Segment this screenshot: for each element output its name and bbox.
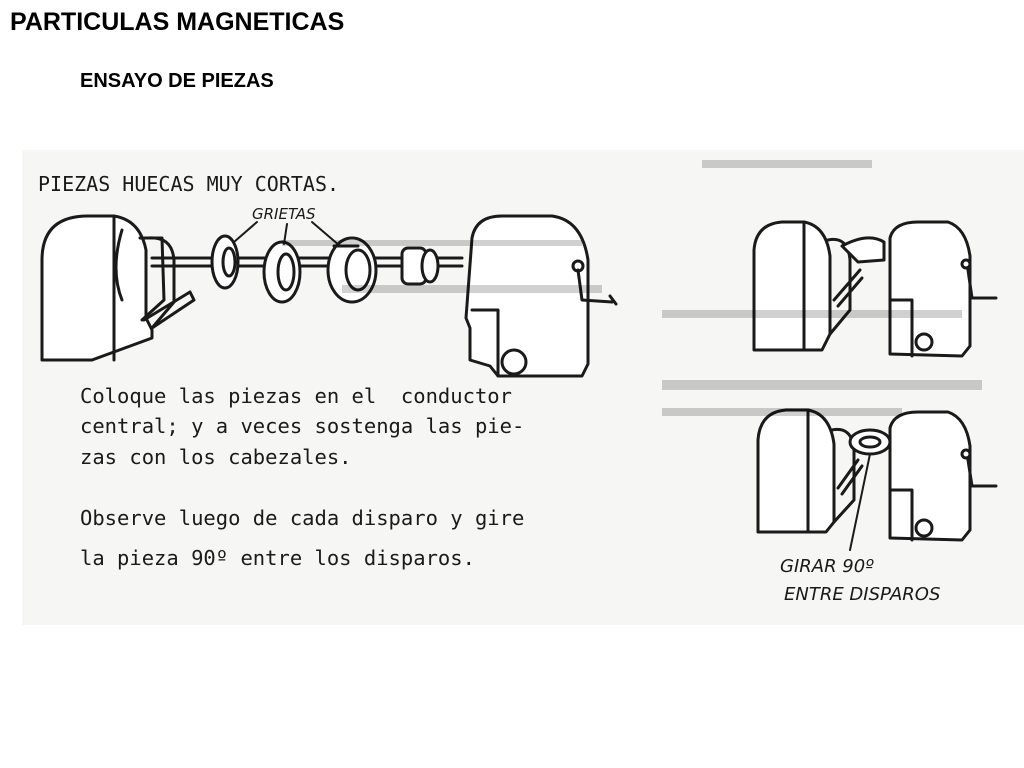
ring-2 [262, 240, 302, 304]
page-subtitle: ENSAYO DE PIEZAS [80, 70, 274, 92]
small-machine-bottom [756, 408, 998, 551]
machine-illustration [40, 160, 998, 551]
scanned-figure: PIEZAS HUECAS MUY CORTAS. GRIETAS Coloqu… [22, 150, 1024, 625]
instruction-line-5: la pieza 90º entre los disparos. [80, 546, 475, 570]
instruction-line-3: zas con los cabezales. [80, 445, 352, 469]
nut [400, 246, 440, 286]
right-tailstock [464, 214, 618, 378]
rotation-label-line-2: ENTRE DISPAROS [784, 584, 941, 605]
instruction-line-1: Coloque las piezas en el conductor [80, 384, 512, 408]
instruction-line-2: central; y a veces sostenga las pie- [80, 414, 525, 438]
small-machine-top [752, 220, 998, 358]
rotation-label-line-1: GIRAR 90º [780, 556, 874, 577]
figure-heading: PIEZAS HUECAS MUY CORTAS. [38, 172, 340, 196]
left-headstock [40, 214, 196, 362]
page-title: PARTICULAS MAGNETICAS [10, 8, 345, 36]
ring-3 [326, 236, 378, 304]
ring-1 [210, 234, 240, 290]
instruction-line-4: Observe luego de cada disparo y gire [80, 506, 525, 530]
crack-label: GRIETAS [252, 205, 316, 223]
